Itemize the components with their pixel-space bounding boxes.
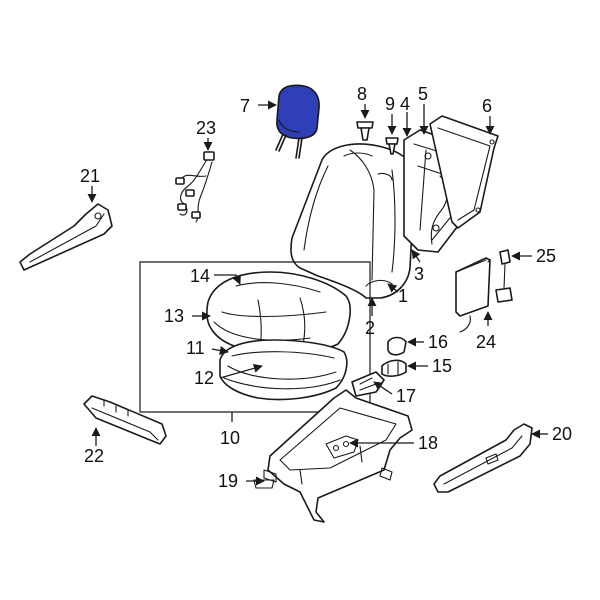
handle-part[interactable] <box>351 371 385 397</box>
callout-18: 18 <box>418 433 438 453</box>
side-cover-right-part[interactable] <box>433 423 533 493</box>
callout-15: 15 <box>432 356 452 376</box>
callout-14: 14 <box>190 266 210 286</box>
callout-24: 24 <box>476 332 496 352</box>
clip-part-8[interactable] <box>356 121 374 141</box>
callout-21: 21 <box>80 166 100 186</box>
leader-lines <box>87 100 548 486</box>
callout-19: 19 <box>218 471 238 491</box>
seat-pad-part[interactable] <box>219 339 348 401</box>
foot-cover-part[interactable] <box>83 395 167 445</box>
side-cover-left-part[interactable] <box>19 203 113 271</box>
lever-part[interactable] <box>381 359 407 377</box>
headrest-part[interactable] <box>275 84 320 159</box>
callout-11: 11 <box>186 338 205 358</box>
recliner-knob-part[interactable] <box>387 336 407 356</box>
callout-2: 2 <box>365 318 375 338</box>
callout-22: 22 <box>84 446 104 466</box>
back-panel-part[interactable] <box>429 115 499 229</box>
callout-17: 17 <box>396 386 416 406</box>
callout-20: 20 <box>552 424 572 444</box>
callout-13: 13 <box>164 306 184 326</box>
callout-3: 3 <box>414 264 424 284</box>
callout-25: 25 <box>536 246 556 266</box>
callout-6: 6 <box>482 96 492 116</box>
connector-part[interactable] <box>495 249 513 303</box>
callout-12: 12 <box>194 368 214 388</box>
callout-7: 7 <box>240 96 250 116</box>
clip-part-9[interactable] <box>385 137 399 155</box>
callout-5: 5 <box>418 84 428 104</box>
callout-23: 23 <box>196 118 216 138</box>
seat-back-part[interactable] <box>290 143 416 299</box>
callout-10: 10 <box>220 428 240 448</box>
control-module-part[interactable] <box>455 257 491 333</box>
callout-4: 4 <box>400 94 410 114</box>
seat-frame-part[interactable] <box>253 389 413 523</box>
callout-labels: 7 8 9 4 5 6 23 21 3 1 2 14 13 11 12 10 1… <box>80 84 572 491</box>
seat-cushion-cover-part[interactable] <box>206 271 351 355</box>
callout-1: 1 <box>398 286 408 306</box>
callout-16: 16 <box>428 332 448 352</box>
callout-8: 8 <box>357 84 367 104</box>
callout-9: 9 <box>385 94 395 114</box>
wire-harness-part[interactable] <box>175 151 215 223</box>
